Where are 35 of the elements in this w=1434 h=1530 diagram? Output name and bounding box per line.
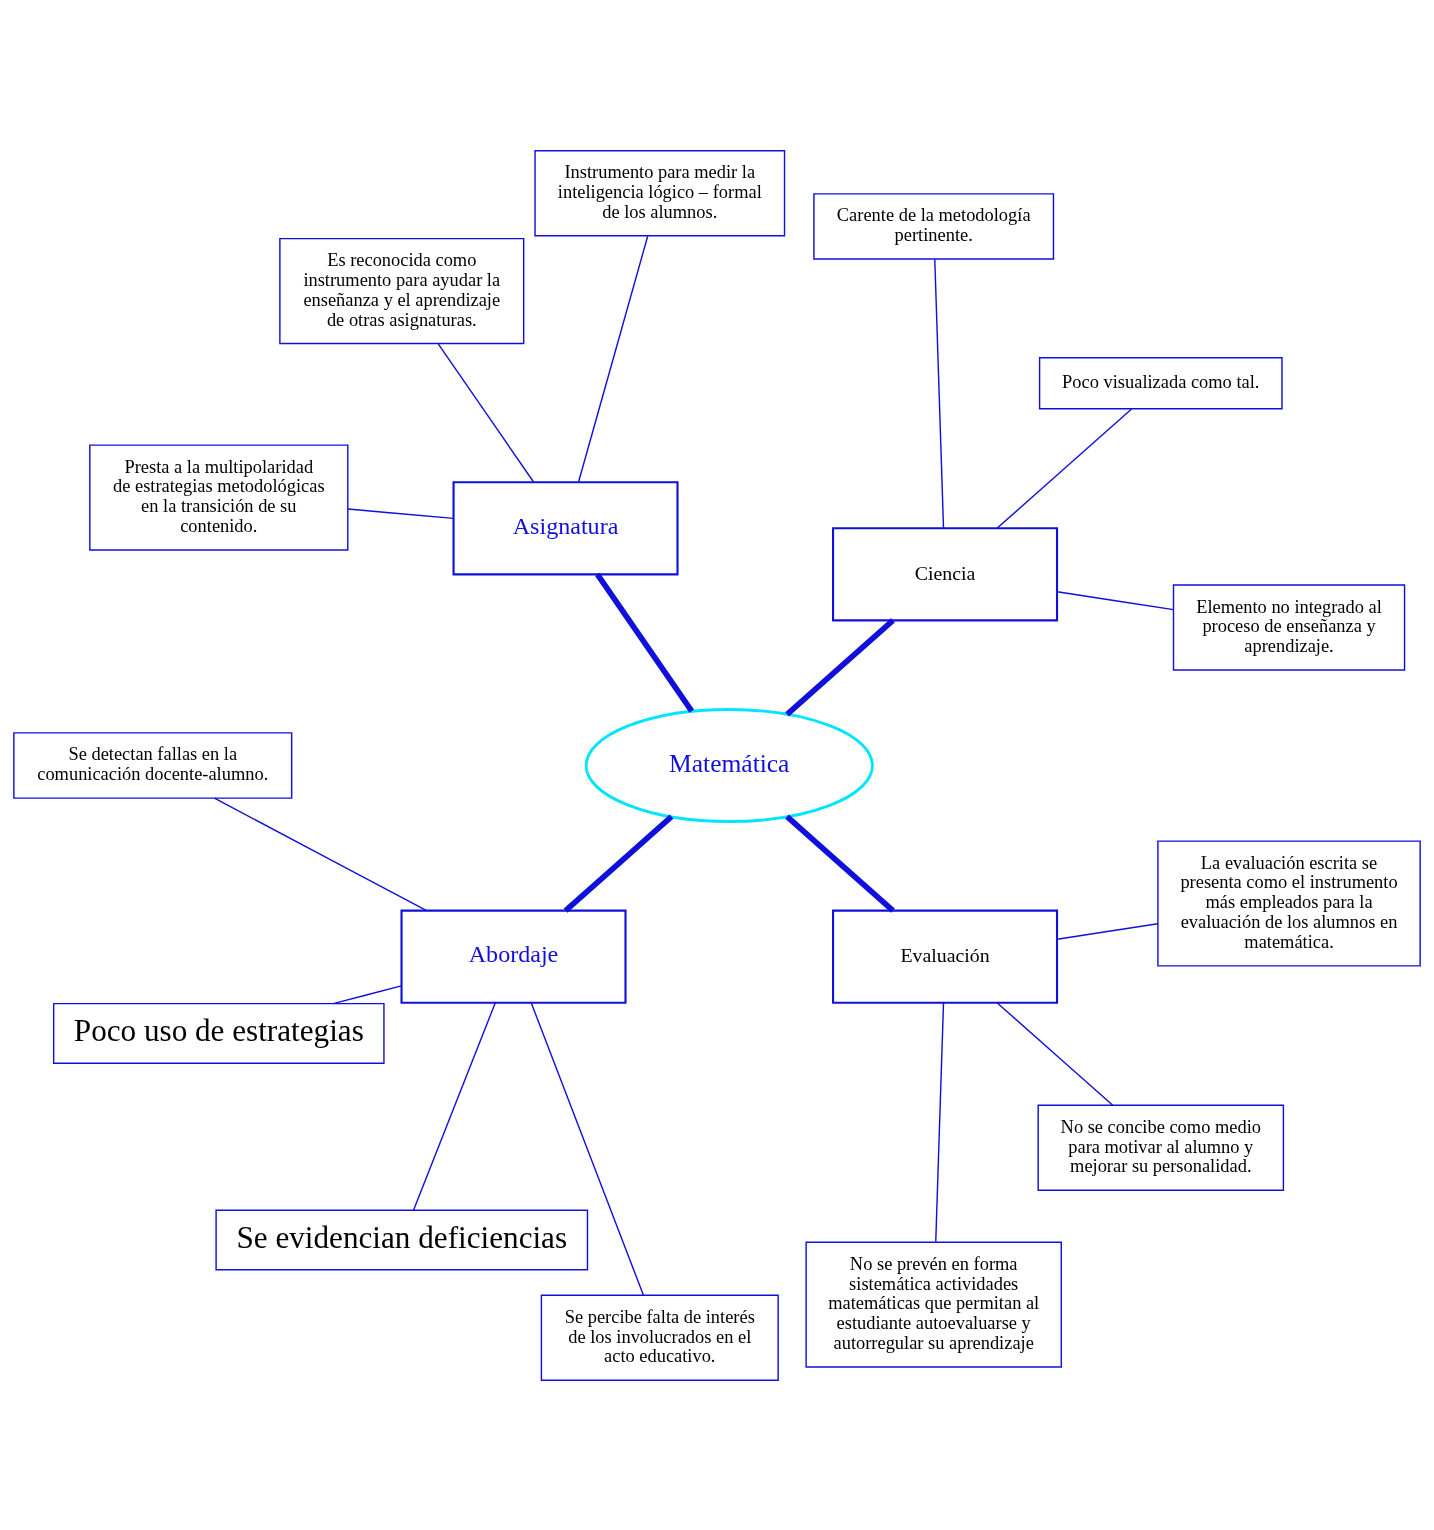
connector: [563, 814, 674, 913]
node-box: Ciencia: [832, 526, 1059, 621]
connector: [213, 796, 427, 911]
connector: [437, 342, 535, 483]
node-box: Poco visualizada como tal.: [1038, 356, 1283, 409]
node-box: No se prevén en forma sistemática actividades matemáticas que permitan al estudiante autoevaluarse y autorregular su aprendizaje: [805, 1240, 1062, 1368]
connector: [1056, 922, 1159, 940]
connector: [577, 235, 649, 482]
node-box: Evaluación: [832, 909, 1059, 1004]
node-box: Es reconocida como instrumento para ayudar la enseñanza y el aprendizaje de otras asignaturas.: [279, 237, 525, 344]
connector: [934, 258, 945, 529]
node-box: Se detectan fallas en la comunicación docente-alumno.: [13, 731, 293, 799]
connector: [1056, 590, 1175, 610]
node-box: Se evidencian deficiencias: [215, 1209, 589, 1270]
node-box: No se concibe como medio para motivar al alumno y mejorar su personalidad.: [1037, 1104, 1285, 1191]
node-box: Elemento no integrado al proceso de enseñanza y aprendizaje.: [1172, 583, 1406, 671]
node-box: Asignatura: [452, 480, 679, 575]
node-box: Se percibe falta de interés de los involucrados en el acto educativo.: [540, 1294, 779, 1381]
node-box: Abordaje: [400, 909, 627, 1004]
connector: [347, 507, 455, 519]
connector: [412, 1001, 496, 1211]
connector: [785, 617, 895, 716]
node-box: Presta a la multipolaridad de estrategias metodológicas en la transición de su contenido.: [89, 443, 349, 551]
node-ellipse: Matemática: [584, 707, 874, 823]
connector: [530, 1001, 645, 1296]
node-box: La evaluación escrita se presenta como el instrumento más empleados para la evaluación de los alumnos en matemática.: [1157, 839, 1421, 967]
node-box: Poco uso de estrategias: [52, 1002, 385, 1064]
node-box: Carente de la metodología pertinente.: [813, 192, 1055, 260]
connector: [595, 572, 695, 713]
connector: [935, 1001, 945, 1242]
connector: [332, 984, 402, 1004]
connector: [785, 814, 895, 913]
connector: [996, 1001, 1114, 1106]
node-box: Instrumento para medir la inteligencia lógico – formal de los alumnos.: [534, 149, 786, 236]
connector: [996, 407, 1133, 529]
